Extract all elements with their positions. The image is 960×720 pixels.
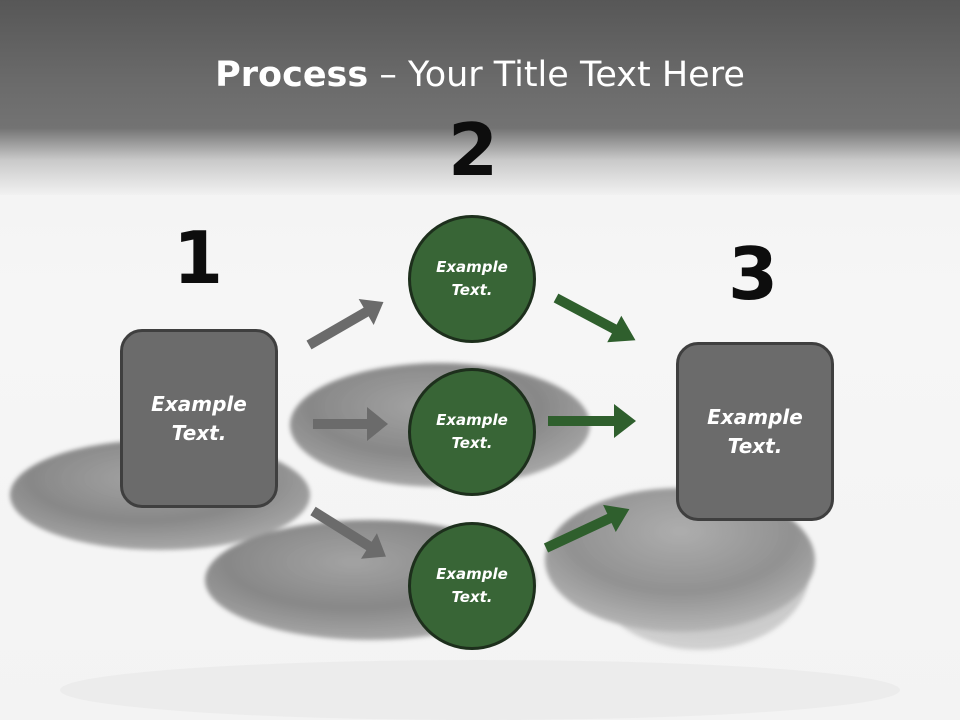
arrow-gray-straight — [313, 407, 388, 441]
slide-title: Process – Your Title Text Here — [0, 52, 960, 98]
arrow-gray-up — [306, 299, 384, 350]
step-number-3: 3 — [727, 232, 779, 316]
step-2-circle-top: Example Text. — [408, 215, 536, 343]
title-rest: – Your Title Text Here — [368, 55, 745, 95]
arrow-green-up — [543, 504, 630, 553]
circle-top-text: Example Text. — [436, 258, 508, 299]
circle-bottom-text: Example Text. — [436, 565, 508, 606]
step-2-circle-bottom: Example Text. — [408, 522, 536, 650]
arrow-gray-down — [310, 506, 386, 559]
step-1-box: Example Text. — [120, 329, 278, 508]
step-1-text: Example Text. — [151, 391, 247, 445]
title-band — [0, 0, 960, 195]
title-strong: Process — [215, 55, 369, 95]
circle-middle-text: Example Text. — [436, 411, 508, 452]
step-number-1: 1 — [172, 216, 224, 300]
step-number-2: 2 — [447, 108, 499, 192]
arrow-green-straight — [548, 404, 636, 438]
step-3-box: Example Text. — [676, 342, 834, 521]
step-2-circle-middle: Example Text. — [408, 368, 536, 496]
step-3-text: Example Text. — [707, 404, 803, 458]
arrow-green-down — [553, 293, 636, 343]
